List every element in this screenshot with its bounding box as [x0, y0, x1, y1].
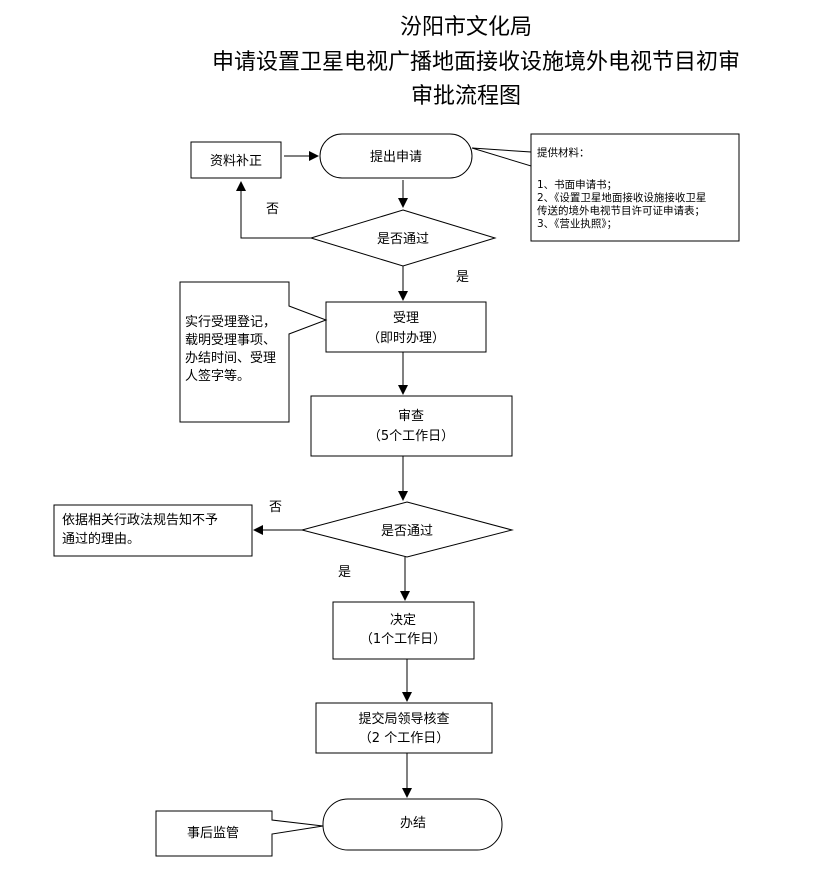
- review-label-1: 审查: [398, 409, 424, 424]
- review-label-2: （5个工作日）: [368, 429, 454, 444]
- reject-note-box: [53, 504, 253, 557]
- accept-label-2: （即时办理）: [367, 331, 445, 346]
- leader-review-label-2: （2 个工作日）: [359, 731, 449, 746]
- arrow-decision1-no: [236, 181, 311, 239]
- title-line-3: 审批流程图: [411, 84, 521, 109]
- decision2-label: 是否通过: [381, 524, 433, 539]
- materials-box: [530, 133, 740, 242]
- finish-terminal: [322, 798, 503, 851]
- accept-note-line-3: 办结时间、受理: [185, 351, 276, 366]
- decide-label-1: 决定: [390, 613, 416, 628]
- leader-review-label-1: 提交局领导核查: [358, 711, 449, 727]
- supplement-label: 资料补正: [210, 154, 262, 169]
- decide-label-2: （1个工作日）: [360, 632, 446, 647]
- title-line-2: 申请设置卫星电视广播地面接收设施境外电视节目初审: [212, 50, 740, 75]
- accept-box: [325, 301, 487, 353]
- accept-note-line-2: 载明受理事项、: [185, 333, 276, 348]
- apply-terminal: [319, 133, 473, 179]
- label-no-2: 否: [269, 500, 282, 515]
- accept-label-1: 受理: [393, 311, 419, 326]
- apply-label: 提出申请: [370, 149, 422, 165]
- supplement-box: [190, 141, 282, 179]
- reject-note-line-2: 通过的理由。: [62, 531, 140, 547]
- label-no-1: 否: [266, 202, 279, 217]
- decision2-diamond: [300, 501, 514, 558]
- finish-label: 办结: [400, 816, 426, 831]
- review-box: [310, 395, 513, 457]
- materials-title: 提供材料：: [537, 146, 590, 159]
- decision1-label: 是否通过: [377, 232, 429, 247]
- title-line-1: 汾阳市文化局: [400, 15, 532, 40]
- reject-note-line-1: 依据相关行政法规告知不予: [62, 512, 218, 528]
- supervise-label: 事后监管: [187, 826, 239, 841]
- leader-review-box: [315, 702, 493, 754]
- label-yes-2: 是: [338, 565, 351, 580]
- decide-box: [332, 601, 475, 660]
- accept-note-line-1: 实行受理登记，: [185, 315, 276, 330]
- materials-item-2a: 2、《设置卫星地面接收设施接收卫星: [537, 191, 706, 204]
- accept-note-callout: [179, 281, 328, 423]
- materials-item-2b: 传送的境外电视节目许可证申请表；: [537, 204, 705, 217]
- materials-item-3: 3、《营业执照》；: [537, 217, 617, 230]
- accept-note-line-4: 人签字等。: [185, 368, 250, 384]
- materials-item-1: 1、书面申请书；: [537, 178, 617, 191]
- materials-callout-pointer: [471, 147, 532, 167]
- label-yes-1: 是: [456, 270, 469, 285]
- supervise-callout: [155, 810, 324, 857]
